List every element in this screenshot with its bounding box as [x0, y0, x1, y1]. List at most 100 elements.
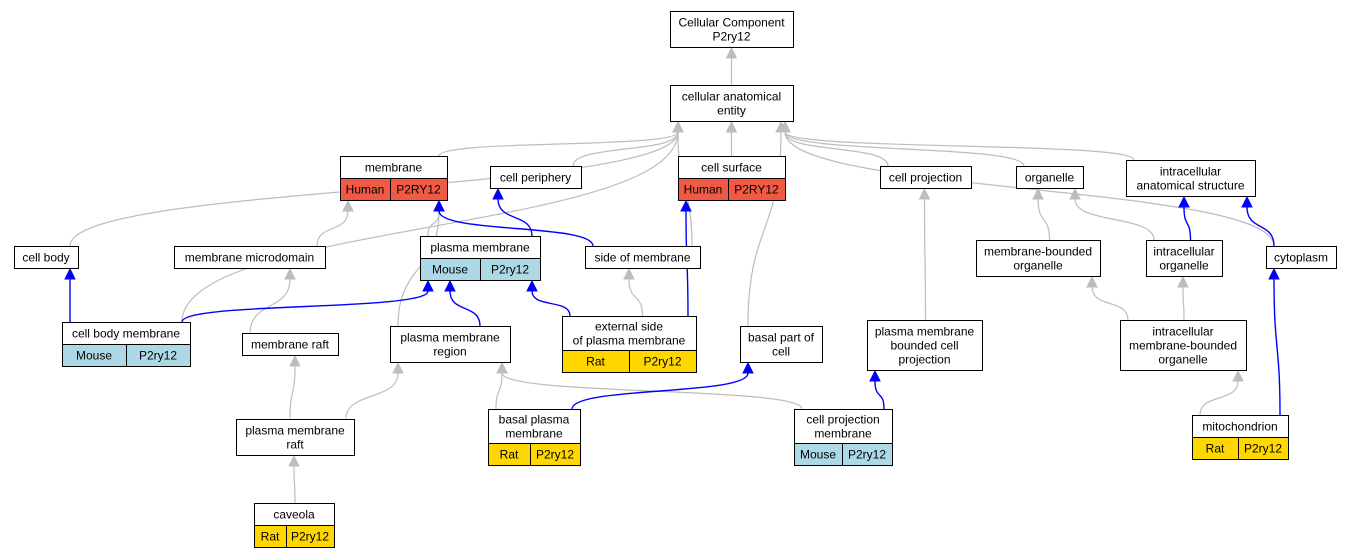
node-cell-periphery[interactable]: cell periphery	[490, 166, 582, 189]
node-label: side of membrane	[594, 251, 690, 265]
edge-ias-to-cae	[784, 131, 1135, 161]
edge-external-side-to-side-of-membrane	[628, 278, 644, 317]
node-label: external side	[595, 320, 663, 334]
node-box	[236, 419, 355, 456]
node-label: cell projection	[806, 413, 879, 427]
edge-caveola-to-pm-raft	[293, 465, 296, 504]
node-label: P2ry12	[712, 30, 750, 44]
node-label: cell periphery	[500, 171, 571, 185]
node-side-of-membrane[interactable]: side of membrane	[585, 246, 701, 269]
edge-mitochondrion-to-cytoplasm	[1273, 278, 1281, 416]
edge-external-side-to-plasma-membrane	[531, 290, 571, 317]
node-box	[880, 166, 972, 189]
species-label: Rat	[261, 530, 280, 544]
node-membrane-raft[interactable]: membrane raft	[242, 333, 339, 356]
node-box	[14, 246, 79, 269]
node-label: membrane raft	[251, 338, 330, 352]
arrowhead	[1178, 195, 1190, 208]
node-label: basal part of	[748, 331, 815, 345]
arrowhead	[672, 120, 684, 133]
edge-basal-pm-to-basal-part	[571, 372, 749, 410]
arrowhead	[64, 267, 76, 280]
node-label: basal plasma	[499, 413, 570, 427]
node-box	[1126, 160, 1256, 197]
gene-label: P2ry12	[491, 263, 529, 277]
node-cell-body[interactable]: cell body	[14, 246, 79, 269]
node-label: caveola	[273, 508, 315, 522]
gene-cell	[728, 178, 786, 201]
gene-label: P2ry12	[536, 448, 574, 462]
node-label: plasma membrane	[400, 331, 500, 345]
edge-mem-microdomain-to-membrane	[316, 210, 349, 247]
edge-pm-region-to-plasma-membrane	[449, 290, 481, 327]
edge-cell-projection-to-cae	[784, 131, 889, 167]
species-label: Human	[346, 183, 385, 197]
node-label: anatomical structure	[1136, 179, 1244, 193]
gene-label: P2ry12	[1244, 442, 1282, 456]
node-label: Cellular Component	[678, 16, 785, 30]
node-cell-projection[interactable]: cell projection	[880, 166, 972, 189]
node-box	[490, 166, 582, 189]
node-box	[585, 246, 701, 269]
edge-cell-body-membrane-to-plasma-membrane	[181, 290, 429, 323]
edge-intra-organelle-to-organelle	[1074, 198, 1155, 241]
arrowhead	[742, 361, 754, 374]
edge-mitochondrion-to-imbo	[1199, 380, 1239, 416]
arrowhead	[918, 187, 931, 200]
gene-label: P2ry12	[139, 349, 177, 363]
node-box	[242, 333, 339, 356]
edge-pmbcp-to-cell-projection	[923, 198, 927, 321]
edge-mbo-to-organelle	[1037, 198, 1051, 241]
species-label: Mouse	[800, 448, 836, 462]
arrowhead	[284, 267, 296, 280]
node-box	[174, 246, 326, 269]
species-label: Rat	[500, 448, 519, 462]
arrowhead	[869, 369, 881, 382]
node-box	[976, 240, 1101, 277]
node-box	[1016, 166, 1084, 189]
node-label: cellular anatomical	[682, 90, 781, 104]
node-box	[740, 326, 823, 363]
arrowhead	[289, 354, 301, 367]
node-label: of plasma membrane	[573, 334, 686, 348]
gene-cell	[126, 344, 191, 367]
node-cytoplasm[interactable]: cytoplasm	[1266, 246, 1337, 269]
arrowhead	[392, 361, 404, 374]
node-box	[1146, 240, 1223, 277]
arrowhead	[1232, 369, 1244, 382]
node-box	[1120, 320, 1247, 371]
gene-label: P2ry12	[848, 448, 886, 462]
node-label: membrane	[814, 427, 872, 441]
node-label: organelle	[1158, 353, 1208, 367]
arrowhead	[1177, 275, 1189, 288]
node-organelle[interactable]: organelle	[1016, 166, 1084, 189]
arrowhead	[1241, 195, 1253, 208]
node-label: plasma membrane	[430, 241, 530, 255]
gene-cell	[1238, 437, 1289, 460]
gene-cell	[390, 178, 448, 201]
edge-cytoplasm-to-ias	[1246, 206, 1275, 247]
node-mem-microdomain[interactable]: membrane microdomain	[174, 246, 326, 269]
arrowhead	[526, 279, 538, 292]
